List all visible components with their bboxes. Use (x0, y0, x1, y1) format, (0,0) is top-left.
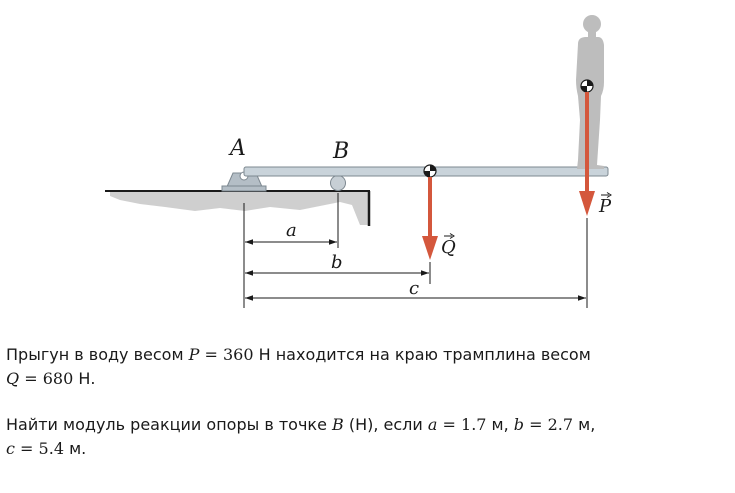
label-dim-b: b (331, 252, 343, 273)
text-segment: Прыгун в воду весом (6, 345, 189, 364)
diver-center-of-mass (580, 79, 594, 93)
label-force-q-text: Q (441, 237, 456, 258)
math-var-p: P (188, 345, 200, 364)
label-point-b: B (332, 139, 349, 164)
math-value-a: 1.7 (461, 415, 487, 434)
text-segment: Н. (73, 369, 96, 388)
diver-silhouette (576, 15, 604, 169)
math-value-p: 360 (222, 345, 254, 364)
label-point-a: A (228, 136, 246, 161)
math-var-b-point: B (332, 415, 344, 434)
text-segment: м, (573, 415, 596, 434)
math-op: = (19, 369, 43, 388)
label-force-p: P (598, 192, 612, 217)
math-var-c: c (6, 439, 15, 458)
math-op: = (14, 439, 39, 458)
label-force-p-text: P (598, 196, 612, 217)
force-p-arrow (579, 92, 595, 216)
math-value-q: 680 (42, 369, 74, 388)
math-op: = (524, 415, 548, 434)
problem-statement: Прыгун в воду весом P = 360 Н находится … (6, 343, 726, 461)
math-var-q: Q (6, 369, 20, 388)
label-force-q: Q (441, 233, 456, 258)
text-segment: (Н), если (343, 415, 428, 434)
text-segment: м, (486, 415, 514, 434)
problem-paragraph-question: Найти модуль реакции опоры в точке B (Н)… (6, 413, 726, 461)
math-op: = (437, 415, 462, 434)
springboard-diagram: A B Q P a b c (105, 15, 612, 308)
text-segment: Найти модуль реакции опоры в точке (6, 415, 332, 434)
text-segment: м. (64, 439, 87, 458)
roller-support-b (330, 175, 346, 191)
math-value-c: 5.4 (38, 439, 64, 458)
math-value-b: 2.7 (547, 415, 574, 434)
ground-shadow (110, 192, 370, 225)
label-dim-c: c (409, 278, 419, 299)
text-segment: Н находится на краю трамплина весом (253, 345, 591, 364)
label-dim-a: a (286, 220, 297, 241)
math-op: = (199, 345, 223, 364)
board-center-of-mass (423, 164, 437, 178)
math-var-a: a (427, 415, 438, 434)
force-q-arrow (422, 177, 438, 260)
problem-paragraph-given: Прыгун в воду весом P = 360 Н находится … (6, 343, 726, 391)
math-var-b: b (513, 415, 525, 434)
